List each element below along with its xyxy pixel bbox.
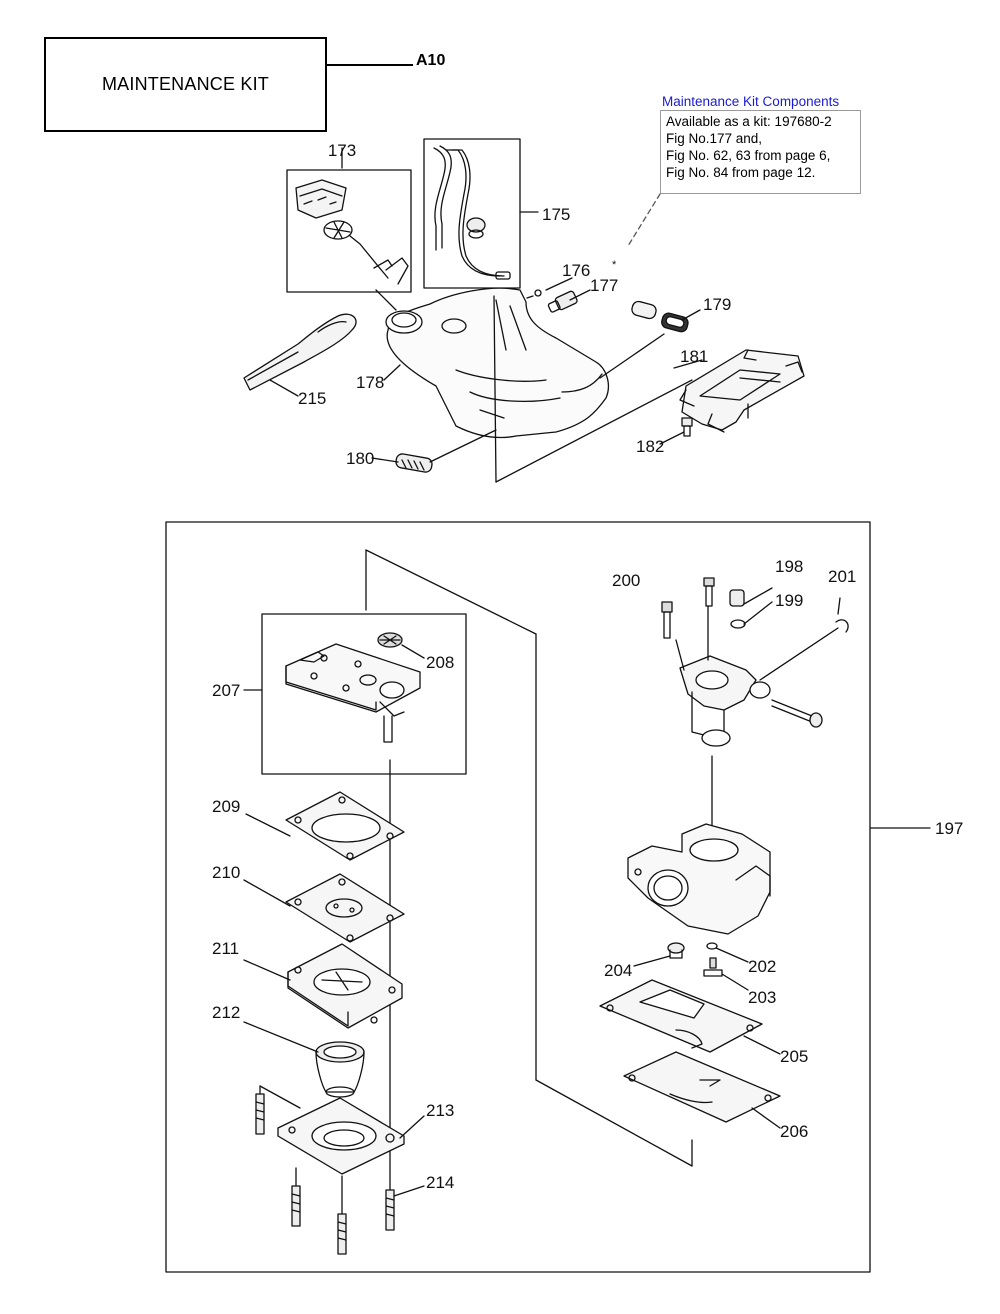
label-179: 179 [703,295,731,314]
label-197: 197 [935,819,963,838]
screw-top [703,577,715,607]
asterisk: * [612,259,617,271]
cover-213 [277,1097,405,1175]
fuel-lines-part [433,145,511,280]
carburetor-body-part [627,823,771,935]
label-205: 205 [780,1047,808,1066]
label-180: 180 [346,449,374,468]
dashed-leader [627,193,661,247]
label-182: 182 [636,437,664,456]
label-177: 177 [590,276,618,295]
label-209: 209 [212,797,240,816]
label-199: 199 [775,591,803,610]
maintenance-kit-title: MAINTENANCE KIT [101,74,269,94]
components-line: Fig No. 62, 63 from page 6, [666,148,831,163]
label-181: 181 [680,347,708,366]
strap-part [243,313,357,391]
air-filter-part [395,453,433,473]
label-215: 215 [298,389,326,408]
label-173: 173 [328,141,356,160]
part-number-labels: 173 175 176 177 * 179 181 178 215 180 18… [212,141,963,1192]
screw-200 [661,601,673,639]
carburetor-frame [165,521,871,1273]
gasket-209 [285,791,405,861]
needle-203 [703,957,723,977]
long-screw [771,699,823,728]
gasket-205 [599,979,763,1053]
cap-198 [729,589,745,607]
label-214: 214 [426,1173,454,1192]
pump-cover-part [285,643,421,743]
maintenance-kit-box: MAINTENANCE KIT [44,37,327,132]
label-198: 198 [775,557,803,576]
label-200: 200 [612,571,640,590]
components-line: Fig No.177 and, [666,131,763,146]
cup-212 [315,1041,365,1098]
components-line: Available as a kit: 197680-2 [666,114,832,129]
part-box-173 [286,169,412,293]
fuel-tank-part [385,287,610,439]
label-178: 178 [356,373,384,392]
components-line: Fig No. 84 from page 12. [666,165,816,180]
diaphragm-206 [623,1051,781,1123]
washer-199 [730,619,746,629]
label-203: 203 [748,988,776,1007]
label-202: 202 [748,957,776,976]
fuel-cap-part [295,179,409,285]
label-210: 210 [212,863,240,882]
components-heading[interactable]: Maintenance Kit Components [662,94,840,109]
label-213: 213 [426,1101,454,1120]
clip-201 [835,619,849,633]
screw-204 [667,942,685,959]
label-211: 211 [212,939,239,958]
label-207: 207 [212,681,240,700]
fuel-filter-part [526,289,578,313]
diaphragm-210 [285,873,405,943]
components-box: Available as a kit: 197680-2 Fig No.177 … [660,110,861,194]
label-212: 212 [212,1003,240,1022]
throttle-part [679,655,771,747]
kit-ref-code: A10 [416,52,446,69]
label-176: 176 [562,261,590,280]
screw-part [681,417,693,437]
kit-leader-line [327,64,413,66]
label-204: 204 [604,961,632,980]
label-201: 201 [828,567,856,586]
diaphragm-body-211 [287,943,403,1029]
grommet-part [631,300,689,333]
label-206: 206 [780,1122,808,1141]
part-box-207 [261,613,467,775]
oring-202 [706,942,718,950]
screws-214 [255,1093,395,1255]
label-208: 208 [426,653,454,672]
label-175: 175 [542,205,570,224]
part-box-175 [423,138,521,289]
